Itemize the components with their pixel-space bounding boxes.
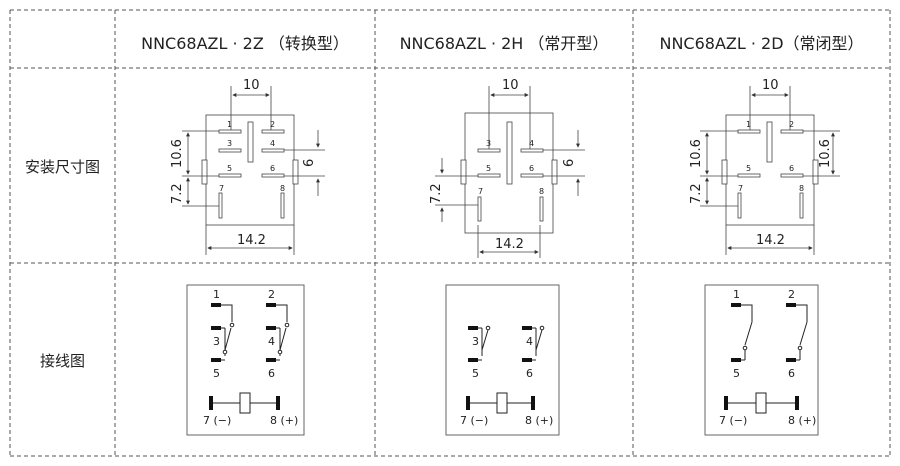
header-2d: NNC68AZL · 2D（常闭型） — [659, 34, 864, 53]
wire-label: 3 — [213, 335, 220, 348]
dim-width-bottom: 14.2 — [495, 237, 524, 252]
wiring-2h — [445, 284, 560, 436]
dim-drawing-2d — [700, 86, 840, 255]
pin-label: 6 — [529, 164, 534, 173]
pin-label: 7 — [738, 184, 743, 193]
dim-drawing-2h — [435, 86, 585, 258]
pin-label: 5 — [746, 164, 751, 173]
wire-label: 5 — [213, 367, 220, 380]
dim-width-bottom: 14.2 — [756, 233, 785, 248]
header-2h: NNC68AZL · 2H （常开型） — [399, 34, 609, 53]
wire-label: 6 — [268, 367, 275, 380]
row-label-dimensions: 安装尺寸图 — [24, 158, 100, 176]
wiring-2z — [186, 284, 305, 436]
coil-label-right: 8 (+) — [270, 414, 298, 427]
dim-row-gap: 7.2 — [689, 183, 704, 204]
wire-label: 2 — [268, 288, 275, 301]
pin-label: 8 — [799, 184, 804, 193]
dim-pin-spacing: 10.6 — [170, 139, 185, 168]
pin-label: 7 — [219, 184, 224, 193]
dim-width-bottom: 14.2 — [237, 233, 266, 248]
header-2z: NNC68AZL · 2Z （转换型） — [141, 34, 349, 53]
dim-pin-spacing-right: 6 — [302, 159, 317, 167]
coil-label-left: 7 (−) — [203, 414, 231, 427]
coil-label-right: 8 (+) — [525, 414, 553, 427]
pin-label: 5 — [486, 164, 491, 173]
dim-drawing-2z — [182, 86, 325, 255]
dim-pin-spacing-right: 6 — [562, 159, 577, 167]
wire-label: 5 — [472, 367, 479, 380]
pin-label: 8 — [539, 187, 544, 196]
coil-label-left: 7 (−) — [719, 414, 747, 427]
wire-label: 2 — [788, 288, 795, 301]
pin-label: 2 — [270, 120, 275, 129]
pin-label: 4 — [529, 139, 534, 148]
dim-width-top: 10 — [502, 78, 519, 93]
wire-label: 4 — [526, 335, 533, 348]
pin-label: 6 — [270, 164, 275, 173]
wire-label: 6 — [788, 367, 795, 380]
coil-label-right: 8 (+) — [788, 414, 816, 427]
pin-label: 4 — [270, 139, 275, 148]
pin-label: 7 — [478, 187, 483, 196]
row-label-wiring: 接线图 — [39, 352, 85, 370]
pin-label: 3 — [227, 139, 232, 148]
wire-label: 6 — [526, 367, 533, 380]
pin-label: 8 — [280, 184, 285, 193]
pin-label: 6 — [789, 164, 794, 173]
wiring-2d — [704, 284, 819, 436]
dim-pin-spacing-right: 10.6 — [818, 139, 833, 168]
pin-label: 1 — [227, 120, 232, 129]
dim-row-gap: 7.2 — [170, 183, 185, 204]
wire-label: 1 — [733, 288, 740, 301]
coil-label-left: 7 (−) — [460, 414, 488, 427]
wire-label: 1 — [213, 288, 220, 301]
wire-label: 4 — [268, 335, 275, 348]
pin-label: 3 — [486, 139, 491, 148]
dim-row-gap: 7.2 — [429, 183, 444, 204]
wire-label: 5 — [733, 367, 740, 380]
dim-pin-spacing: 10.6 — [689, 139, 704, 168]
dim-width-top: 10 — [762, 78, 779, 93]
pin-label: 5 — [227, 164, 232, 173]
dim-width-top: 10 — [243, 78, 260, 93]
wire-label: 3 — [472, 335, 479, 348]
pin-label: 1 — [746, 120, 751, 129]
pin-label: 2 — [789, 120, 794, 129]
